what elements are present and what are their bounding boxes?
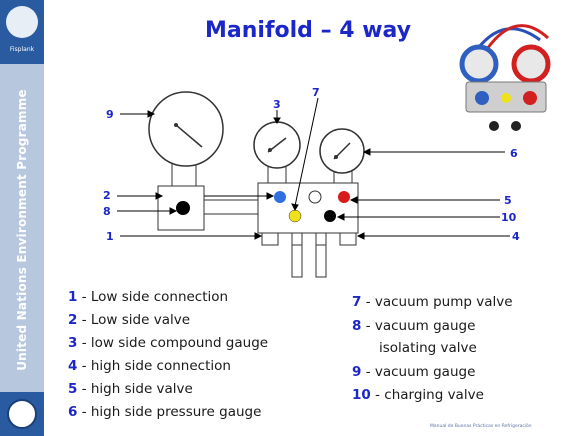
callout-5: 5 [504,194,512,207]
legend-item-6: 6 - high side pressure gauge [68,404,261,420]
callout-7: 7 [312,86,320,99]
callout-1: 1 [106,230,114,243]
footer-text: Manual de Buenas Prácticas en Refrigerac… [430,424,532,429]
compound-gauge-3 [254,122,300,183]
callout-10: 10 [501,211,517,224]
legend-item-8-continued: isolating valve [379,340,477,356]
manifold-body [258,183,358,233]
bottom-connections [262,233,356,277]
callout-2: 2 [103,189,111,202]
legend-item-3: 3 - low side compound gauge [68,335,268,351]
callout-4: 4 [512,230,520,243]
legend-item-10: 10 - charging valve [352,387,484,403]
callout-3: 3 [273,98,281,111]
manifold-photo [452,12,560,142]
callout-6: 6 [510,147,518,160]
legend-item-7: 7 - vacuum pump valve [352,294,513,310]
legend-item-8: 8 - vacuum gauge [352,318,475,334]
legend-item-1: 1 - Low side connection [68,289,228,305]
legend-item-9: 9 - vacuum gauge [352,364,475,380]
isolating-valve-block [158,186,258,230]
legend-item-5: 5 - high side valve [68,381,193,397]
legend-item-4: 4 - high side connection [68,358,231,374]
vacuum-gauge-9 [149,92,223,188]
callout-9: 9 [106,108,114,121]
legend-item-2: 2 - Low side valve [68,312,190,328]
callout-8: 8 [103,205,111,218]
pressure-gauge-6 [320,129,364,184]
